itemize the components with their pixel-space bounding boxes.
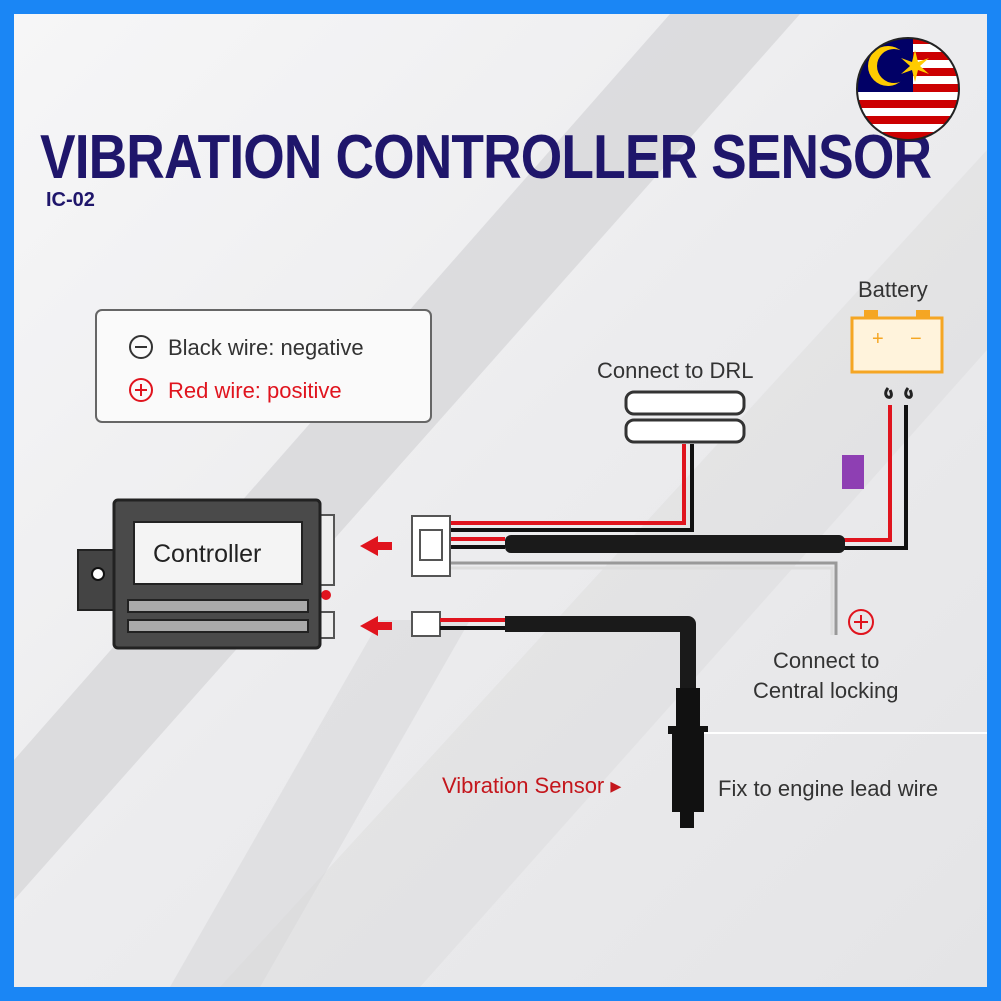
plus-icon: [129, 378, 153, 402]
wiring-diagram: Black wire: negative Red wire: positive …: [77, 37, 987, 828]
page-title: VIBRATION CONTROLLER SENSOR: [40, 123, 932, 192]
arrow-left-icon: [360, 536, 392, 556]
battery-minus: −: [910, 328, 922, 350]
product-image: VIBRATION CONTROLLER SENSOR IC-02: [14, 14, 987, 987]
battery-plus: +: [872, 328, 884, 350]
legend-negative: Black wire: negative: [168, 335, 364, 360]
vibration-sensor-label: Vibration Sensor ▸: [442, 773, 621, 798]
main-connector: [411, 515, 451, 577]
engine-label: Fix to engine lead wire: [718, 776, 938, 801]
vibration-sensor: [668, 688, 708, 828]
legend-positive: Red wire: positive: [168, 378, 342, 403]
model-number: IC-02: [46, 189, 95, 211]
drl-label: Connect to DRL: [597, 358, 754, 383]
background-stripe: [170, 620, 470, 987]
wire-loom: [505, 535, 845, 553]
central-locking-label: Central locking: [753, 678, 899, 703]
controller-label: Controller: [153, 540, 261, 568]
arrow-left-icon: [360, 616, 392, 636]
malaysia-flag-icon: [856, 37, 960, 141]
central-locking-label: Connect to: [773, 648, 879, 673]
drl-light: [624, 390, 746, 416]
controller-unit: Controller: [77, 498, 335, 650]
battery-label: Battery: [858, 277, 928, 302]
sensor-connector: [411, 611, 441, 637]
background-stripe: [14, 14, 800, 900]
plus-icon: [848, 609, 874, 635]
wire-legend: Black wire: negative Red wire: positive: [95, 309, 432, 423]
minus-icon: [129, 335, 153, 359]
battery-icon: Battery + −: [850, 277, 944, 399]
drl-light: [624, 418, 746, 444]
fuse-icon: [842, 455, 864, 489]
